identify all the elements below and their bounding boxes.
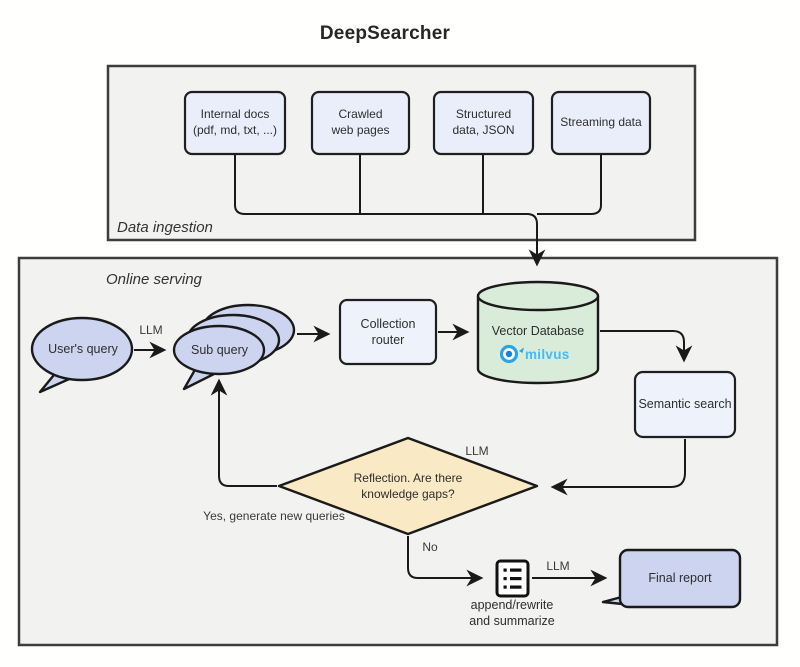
internal-docs-label: Internal docs (pdf, md, txt, ...): [192, 107, 278, 137]
streaming-data-label: Streaming data: [560, 115, 642, 130]
vector-database-cylinder-top: [476, 280, 600, 312]
vector-database-label: Vector Database: [491, 324, 585, 338]
online-serving-label: Online serving: [106, 271, 202, 288]
edge-semantic-to-reflection: [550, 439, 686, 496]
connector-streaming: [537, 155, 602, 215]
data-ingestion-label: Data ingestion: [117, 219, 213, 236]
collection-router-box: [338, 298, 438, 366]
milvus-logo-text: milvus: [525, 347, 570, 362]
crawled-web-pages-label: Crawled web pages: [331, 107, 390, 137]
milvus-eye-pupil: [505, 350, 513, 358]
reflection-diamond: [277, 436, 539, 536]
llm-subquery-label: LLM: [139, 323, 163, 337]
summarizer-label: append/rewrite and summarize: [469, 598, 555, 629]
edge-vectordb-to-semantic: [600, 330, 693, 363]
final-report-label: Final report: [648, 571, 712, 586]
collection-router-label: Collection router: [360, 316, 416, 347]
llm-reflection-label: LLM: [465, 444, 489, 458]
edge-reflection-yes-to-subquery: [210, 378, 277, 487]
no-branch-label: No: [422, 540, 438, 554]
users-query-label: User's query: [48, 341, 118, 356]
summarize-list-icon-lines: [503, 568, 522, 589]
milvus-eye-spark: [519, 347, 524, 353]
internal-docs-box: [183, 90, 287, 156]
reflection-label: Reflection. Are there knowledge gaps?: [353, 471, 463, 501]
streaming-data-box: [550, 90, 652, 156]
structured-data-box: [432, 90, 535, 156]
semantic-search-box: [633, 370, 737, 439]
edge-reflection-no-to-summarize: [407, 536, 484, 587]
connector-internal-docs: [234, 155, 546, 267]
yes-branch-label: Yes, generate new queries: [203, 509, 345, 523]
final-report-box: [618, 548, 742, 609]
sub-query-label: Sub query: [191, 342, 248, 357]
page-title: DeepSearcher: [319, 23, 451, 44]
llm-report-label: LLM: [546, 559, 570, 573]
crawled-web-pages-box: [310, 90, 411, 156]
sub-query-bubble-front: [172, 324, 266, 376]
structured-data-label: Structured data, JSON: [452, 107, 515, 137]
semantic-search-label: Semantic search: [638, 397, 732, 412]
users-query-bubble: [30, 316, 134, 382]
